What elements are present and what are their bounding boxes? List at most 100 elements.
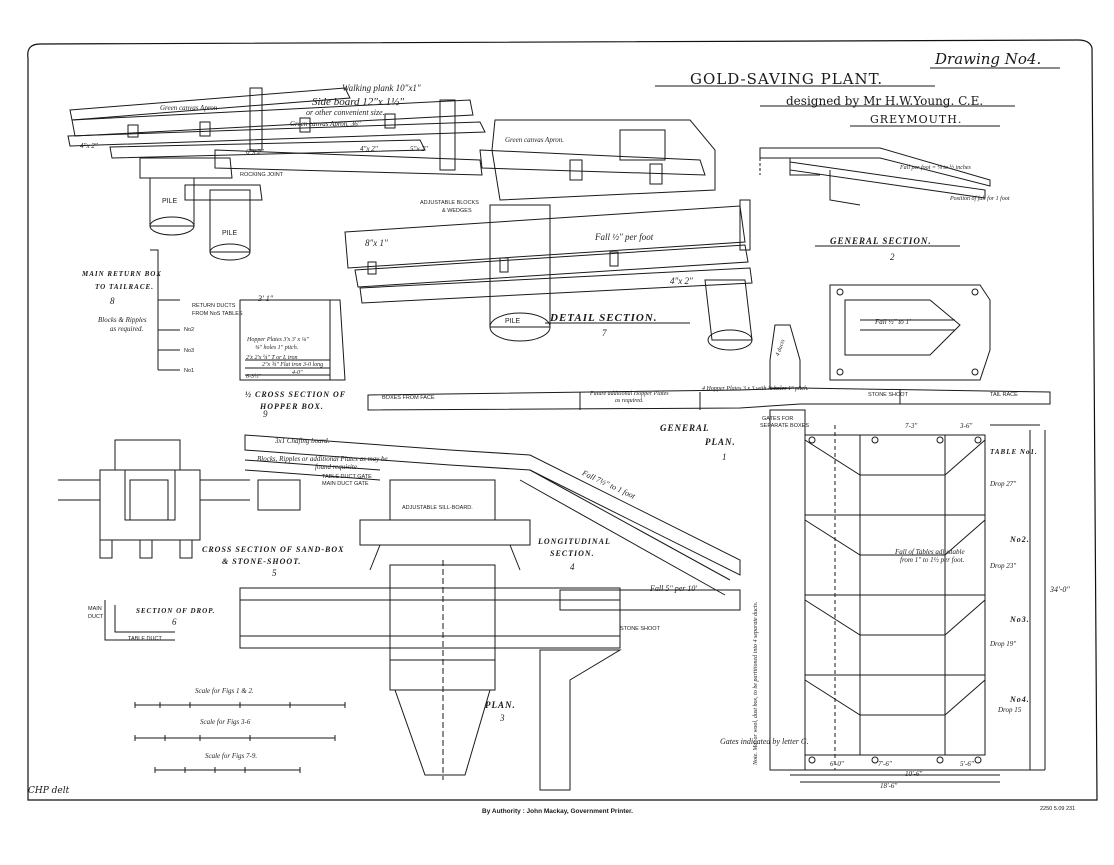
- scale-1-label: Scale for Figs 1 & 2.: [195, 687, 254, 695]
- general-plan-caption: GENERAL: [660, 423, 710, 433]
- dim-4x2-label-a: 4"x 2": [670, 276, 693, 286]
- chafing-board-label: 3x1 Chafing board.: [275, 437, 330, 445]
- table-no3-label: No3.: [1010, 615, 1030, 624]
- side-board-label: Side board 12"x 1½": [312, 96, 404, 108]
- pile-label-3: PILE: [505, 318, 521, 325]
- page-title: GOLD-SAVING PLANT.: [690, 70, 884, 88]
- dim-6-0-label: 6'-0": [830, 760, 844, 768]
- signature: CHP delt: [28, 786, 70, 796]
- dim-5-6-label: 5'-6": [960, 760, 974, 768]
- sand-box-number: 5: [272, 568, 277, 578]
- general-plan-caption-2: PLAN.: [705, 437, 736, 447]
- dim-4x2-label-b: 4"x 2": [80, 142, 98, 150]
- no3-label: No3: [184, 348, 195, 354]
- general-plan-drawing: [367, 284, 1051, 411]
- pile-label-1: PILE: [162, 198, 178, 205]
- detail-section-number: 7: [602, 328, 607, 338]
- bars-b-label: 2"x ¾" Flat iron 3-0 long: [262, 362, 324, 368]
- detail-section-caption: DETAIL SECTION.: [550, 312, 658, 324]
- position-fall-label: Position of fall for 1 foot: [950, 196, 1010, 202]
- dim-5x2-label: 5"x 2": [410, 145, 428, 153]
- dim-4-0-label: 4-0": [292, 370, 303, 376]
- main-return-box-drawing: [150, 249, 180, 371]
- blocks-ripples-label: Blocks & Ripples: [98, 316, 147, 324]
- drop-27-label: Drop 27": [990, 480, 1017, 488]
- main-duct-label: MAIN: [88, 606, 102, 612]
- as-required-label: as required.: [110, 325, 144, 333]
- no2-label: No2: [184, 327, 195, 333]
- section-drop-caption: SECTION OF DROP.: [136, 607, 216, 615]
- rocking-joint-label: ROCKING JOINT: [240, 172, 284, 178]
- hopper-box-caption: ½ CROSS SECTION OF: [245, 390, 347, 399]
- tables-plan-drawing: [769, 409, 1046, 783]
- hopper-box-drawing: [239, 299, 346, 381]
- print-reference: 2250 5.09 231: [1040, 806, 1076, 812]
- dim-3-6-label: 3-6": [960, 422, 973, 430]
- green-apron-label-2: Green canvas Apron. 36": [290, 120, 361, 128]
- detail-section-lower: [344, 199, 753, 351]
- longitudinal-number: 4: [570, 562, 575, 572]
- main-return-box-number: 8: [110, 296, 115, 306]
- adjustable-sill-label: ADJUSTABLE SILL-BOARD.: [402, 505, 473, 511]
- dim-7-3-label: 7-3": [905, 422, 918, 430]
- dim-7-6-label: 7'-6": [878, 760, 892, 768]
- place-name: GREYMOUTH.: [870, 113, 963, 126]
- bars-a-label: 2'x 2'x ¼" T or L iron: [246, 355, 298, 361]
- hopper-box-number: 9: [263, 409, 268, 419]
- drop-23-label: Drop 23": [990, 562, 1017, 570]
- detail-section-drawing: [67, 87, 716, 261]
- stone-shoot-caption: & STONE-SHOOT.: [222, 557, 302, 566]
- duct-label: DUCT: [88, 614, 104, 620]
- green-apron-label-1: Green canvas Apron: [160, 104, 218, 112]
- table-no2-label: No2.: [1010, 535, 1030, 544]
- future-plates-label: Future additional Hopper Plates: [590, 391, 669, 397]
- no1-label: No1: [184, 368, 195, 374]
- table-duct-label: TABLE DUCT: [128, 636, 162, 642]
- dim-6x2-label: 6"x 2": [246, 148, 264, 156]
- general-section-drawing: [759, 147, 991, 206]
- stone-shoot-label: STONE SHOOT: [868, 392, 908, 398]
- future-plates-label-2: as required.: [615, 398, 644, 404]
- to-tailrace-caption: TO TAILRACE.: [95, 283, 154, 291]
- fall-tables-label: Fall of Tables adjustable: [895, 548, 965, 556]
- authority-line: By Authority : John Mackay, Government P…: [482, 808, 633, 815]
- designer-line: designed by Mr H.W.Young. C.E.: [786, 94, 984, 108]
- adjustable-blocks-label: ADJUSTABLE BLOCKS: [420, 200, 479, 206]
- general-section-caption: GENERAL SECTION.: [830, 236, 932, 246]
- fall-half-label: Fall ½" per foot: [595, 232, 654, 242]
- scale-2-label: Scale for Figs 3-6: [200, 718, 251, 726]
- dim-18-6-label: 18'-6": [880, 782, 898, 790]
- separate-boxes-label: SEPARATE BOXES: [760, 423, 810, 429]
- dim-3-1-label: 3' 1": [258, 294, 274, 303]
- drawing-number: Drawing No4.: [935, 50, 1042, 68]
- drop-15-label: Drop 15: [998, 706, 1022, 714]
- longitudinal-caption: LONGITUDINAL: [538, 537, 611, 546]
- dim-34-0-label: 34'-0": [1050, 585, 1070, 594]
- hopper-plates-label: Hopper Plates 3'x 3' x ⅛": [247, 337, 309, 343]
- main-duct-gate-label: MAIN DUCT GATE: [322, 481, 369, 487]
- tail-race-label: TAIL RACE: [990, 392, 1018, 398]
- dim-10-6-label: 10'-6": [905, 770, 923, 778]
- from-tables-label: FROM NoS TABLES: [192, 311, 243, 317]
- sand-box-drawing: [58, 439, 250, 559]
- boxes-from-face-label: BOXES FROM FACE: [382, 395, 435, 401]
- gates-for-label: GATES FOR: [762, 416, 794, 422]
- fall-per-foot-label: Fall per foot = ¼ to ½ inches: [900, 165, 971, 171]
- hopper-box-caption-2: HOPPER BOX.: [260, 402, 324, 411]
- gates-letter-label: Gates indicated by letter G.: [720, 737, 809, 746]
- scale-bars: [134, 702, 346, 773]
- sand-box-caption: CROSS SECTION OF SAND-BOX: [202, 545, 345, 554]
- blocks-additional-label: Blocks, Ripples or additional Plates as …: [257, 455, 388, 463]
- wedges-label: & WEDGES: [442, 208, 472, 214]
- stone-shoot-2-label: STONE SHOOT: [620, 626, 660, 632]
- table-no1-label: TABLE No1.: [990, 448, 1038, 456]
- section-drop-drawing: [104, 600, 175, 641]
- plan-number: 3: [500, 713, 505, 723]
- found-requisite-label: found requisite.: [315, 463, 359, 471]
- side-board-label-2: or other convenient size.: [306, 108, 385, 117]
- section-drop-number: 6: [172, 617, 177, 627]
- fall-half-1-label: Fall ½" to 1': [875, 318, 911, 326]
- general-plan-number: 1: [722, 452, 727, 462]
- main-return-box-caption: MAIN RETURN BOX: [82, 270, 162, 278]
